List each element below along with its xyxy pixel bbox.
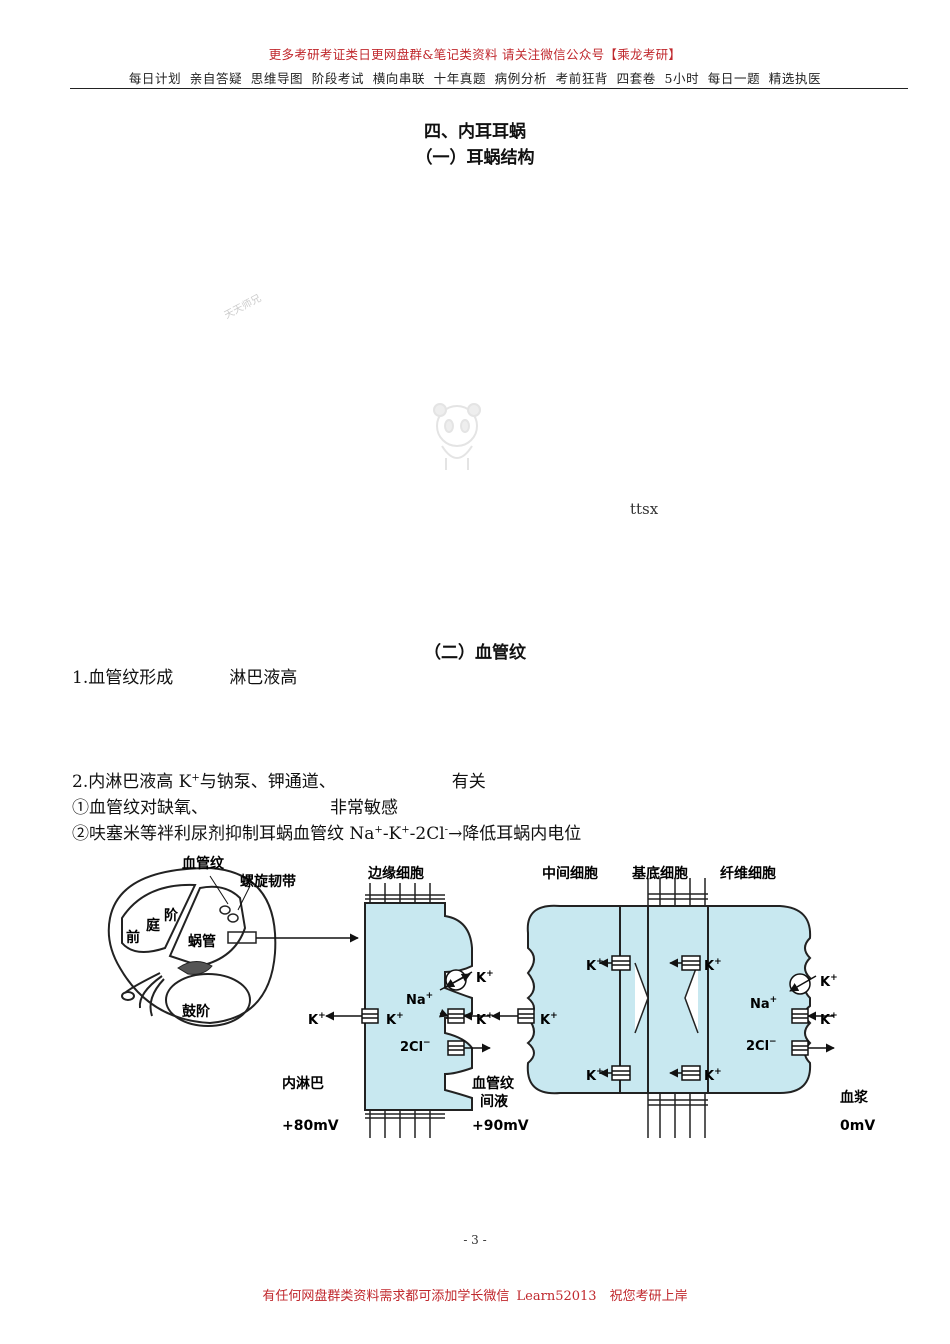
ion-k-gap-3: K+	[586, 1067, 604, 1084]
line4-part-c: -2Cl	[409, 824, 445, 844]
watermark-ttsx: ttsx	[630, 500, 659, 518]
header-promo: 更多考研考证类日更网盘群&笔记类资料 请关注微信公众号【乘龙考研】	[268, 47, 682, 62]
basilar-membrane	[177, 961, 213, 975]
label-plus80: +80mV	[282, 1118, 339, 1134]
label-jie: 阶	[164, 907, 179, 924]
line2-part-b: 与钠泵、钾通道、	[199, 772, 336, 792]
watermark-text: 天天师兄	[222, 293, 264, 322]
ion-k-gap-1: K+	[586, 957, 604, 974]
ion-k-fibro-mid: K+	[820, 1011, 838, 1028]
subsection-title-1: （一）耳蜗结构	[415, 148, 535, 168]
line1-part-b: 淋巴液高	[229, 668, 298, 688]
leader-luoxuan	[237, 885, 251, 911]
label-xueguanwen: 血管纹	[182, 855, 225, 872]
ion-cl-marginal: 2Cl−	[400, 1038, 431, 1055]
label-bianyuan: 边缘细胞	[367, 865, 424, 882]
label-jidi: 基底细胞	[632, 865, 688, 882]
marginal-arrows	[325, 971, 491, 1053]
body-line-4: ②呋塞米等袢利尿剂抑制耳蜗血管纹 Na+-K+-2Cl-→降低耳蜗内电位	[72, 819, 581, 844]
ion-k-intermediate: K+	[540, 1011, 558, 1028]
body-line-1: 1.血管纹形成 淋巴液高	[72, 663, 297, 688]
ion-na-marginal: Na+	[406, 991, 433, 1008]
marginal-cell	[364, 883, 473, 1138]
label-zhongjian: 中间细胞	[542, 865, 598, 882]
label-xianwei: 纤维细胞	[720, 865, 776, 882]
line4-part-d: →降低耳蜗内电位	[448, 824, 582, 844]
basal-cells	[619, 878, 709, 1138]
ion-k-mid-right: K+	[476, 1011, 494, 1028]
stria-vascularis-figure: 血管纹 螺旋韧带 前 庭 阶 蜗管 鼓阶 K+ K+ Na+	[107, 855, 875, 1138]
footer-promo: 有任何网盘群类资料需求都可添加学长微信 Learn52013 祝您考研上岸	[262, 1289, 688, 1304]
line2-part-c: 有关	[451, 772, 486, 792]
label-ting: 庭	[146, 917, 161, 934]
header-nav: 每日计划 亲自答疑 思维导图 阶段考试 横向串联 十年真题 病例分析 考前狂背 …	[128, 71, 822, 86]
label-luoxuan: 螺旋韧带	[240, 873, 296, 890]
body-line-3: ①血管纹对缺氧、 非常敏感	[72, 793, 398, 818]
fibro-arrows	[491, 958, 835, 1078]
ion-k-gap-4: K+	[704, 1067, 722, 1084]
line4-part-b: -K	[382, 824, 402, 844]
ion-na-fibro: Na+	[750, 995, 777, 1012]
body-line-2: 2.内淋巴液高 K+与钠泵、钾通道、 有关	[72, 767, 486, 792]
label-plus90: +90mV	[472, 1118, 529, 1134]
line4-sup-3: -	[444, 824, 449, 836]
ion-k-top-right: K+	[476, 969, 494, 986]
label-qian: 前	[126, 929, 140, 946]
label-gujie: 鼓阶	[182, 1003, 211, 1020]
line1-part-a: 1.血管纹形成	[72, 668, 174, 688]
leader-xueguanwen	[209, 875, 229, 905]
label-woguan: 蜗管	[188, 933, 216, 950]
gap-junctions	[517, 955, 811, 1081]
header-divider	[70, 88, 908, 89]
stria-small-boxes	[219, 905, 257, 944]
ion-k-fibro-top: K+	[820, 973, 838, 990]
ion-k-inside: K+	[386, 1011, 404, 1028]
line3-part-a: ①血管纹对缺氧、	[72, 798, 208, 818]
ion-cl-fibro: 2Cl−	[746, 1037, 777, 1054]
label-jianye-2: 间液	[480, 1093, 509, 1110]
fibrocyte	[707, 905, 812, 1094]
line4-part-a: ②呋塞米等袢利尿剂抑制耳蜗血管纹 Na	[72, 824, 375, 844]
subsection-title-2: （二）血管纹	[424, 643, 526, 663]
section-title: 四、内耳耳蜗	[424, 122, 526, 142]
panda-watermark-icon	[433, 403, 481, 470]
line2-sup: +	[191, 772, 200, 784]
page-number: - 3 -	[463, 1233, 487, 1247]
line4-sup-1: +	[374, 824, 383, 836]
label-neilinba: 内淋巴	[282, 1075, 324, 1092]
ion-k-gap-2: K+	[704, 957, 722, 974]
line2-part-a: 2.内淋巴液高 K	[72, 772, 192, 792]
line4-sup-2: +	[401, 824, 410, 836]
ion-k-left: K+	[308, 1011, 326, 1028]
intermediate-cell	[526, 904, 624, 1095]
label-zero: 0mV	[840, 1118, 875, 1134]
line3-part-b: 非常敏感	[330, 798, 398, 818]
label-xuejiang: 血浆	[840, 1089, 869, 1106]
label-jianye-1: 血管纹	[472, 1075, 515, 1092]
